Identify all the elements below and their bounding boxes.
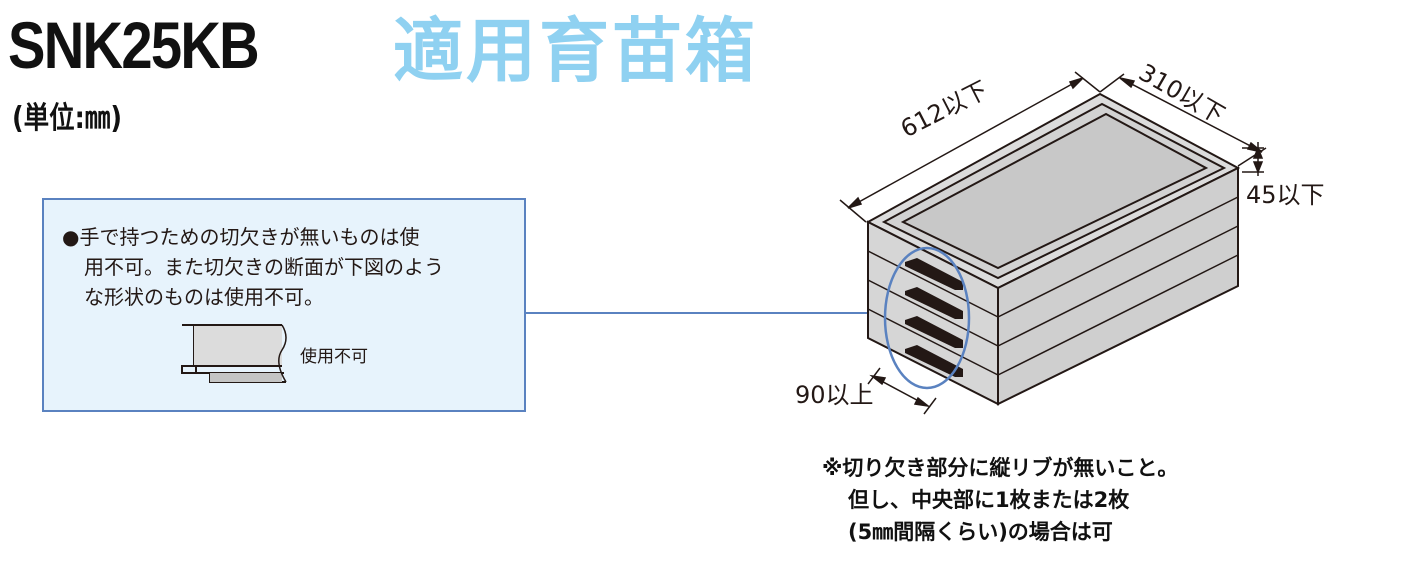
condition-line: 但し、中央部に1枚または2枚 (848, 488, 1130, 512)
condition-note: ※切り欠き部分に縦リブが無いこと。 但し、中央部に1枚または2枚 (5㎜間隔くら… (822, 452, 1178, 548)
notice-text: ●手で持つための切欠きが無いものは使 用不可。また切欠きの断面が下図のよう な形… (62, 222, 512, 312)
side-face-grooves (997, 196, 1239, 376)
notice-line: 用不可。また切欠きの断面が下図のよう (84, 255, 444, 279)
unit-note: (単位:㎜) (12, 101, 123, 136)
condition-line: (5㎜間隔くらい)の場合は可 (848, 520, 1113, 544)
cutout-profile-diagram (181, 324, 287, 383)
unusable-label: 使用不可 (300, 347, 368, 367)
model-number: SNK25KB (8, 8, 260, 82)
tray-inner-floor (900, 112, 1209, 270)
condition-line: ※切り欠き部分に縦リブが無いこと。 (822, 456, 1179, 480)
height-dimension: 45以下 (1246, 181, 1325, 209)
notice-line: な形状のものは使用不可。 (84, 285, 324, 309)
end-face-grooves (867, 250, 999, 376)
slot-dimension-line (867, 367, 937, 415)
notice-box: ●手で持つための切欠きが無いものは使 用不可。また切欠きの断面が下図のよう な形… (42, 198, 526, 412)
height-dimension-line (1242, 142, 1264, 176)
slot-dimension: 90以上 (795, 381, 874, 409)
page-title: 適用育苗箱 (393, 10, 758, 92)
handhold-slots (905, 258, 963, 377)
length-dimension-line (839, 71, 1101, 223)
cutout-highlight-ellipse (883, 246, 971, 390)
notice-line: ●手で持つための切欠きが無いものは使 (62, 225, 420, 249)
